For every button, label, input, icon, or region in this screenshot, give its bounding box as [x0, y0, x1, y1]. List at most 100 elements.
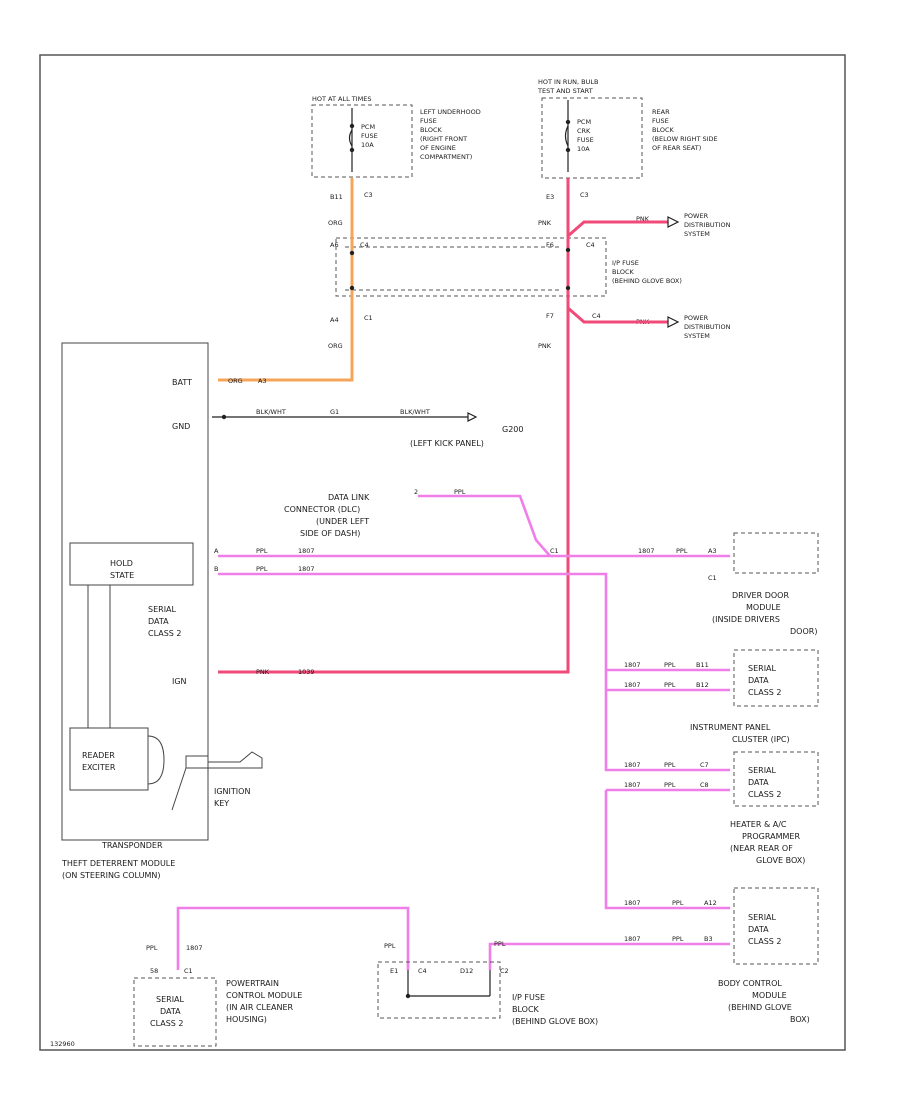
theft-deterrent-module: BATT GND HOLD STATE SERIAL DATA CLASS 2 …: [61, 342, 315, 880]
fuse-block-right: HOT IN RUN, BULB TEST AND START PCM CRK …: [537, 78, 731, 350]
serial-wire-a: PPL: [256, 547, 268, 555]
ip-fuse-block-bottom: PPL E1 C4 D12 C2 PPL I/P FUSE BLOCK (BEH…: [377, 940, 598, 1026]
hvac-line-4: GLOVE BOX): [756, 856, 805, 865]
fuse-right-loc-5: OF REAR SEAT): [652, 144, 701, 152]
fuse-left-conn-mid: C4: [360, 241, 369, 249]
ipc-wire-1: PPL: [664, 661, 676, 669]
driver-door-box: [733, 532, 819, 574]
ipc-serial-2: DATA: [748, 676, 769, 685]
pcm-line-2: CONTROL MODULE: [226, 991, 302, 1000]
body-control-module: SERIAL DATA CLASS 2 1807 PPL A12 1807 PP…: [624, 887, 819, 1024]
reader-line-1: READER: [82, 751, 115, 760]
ipc-serial-1: SERIAL: [748, 664, 777, 673]
fuse-right-wire-pd1: PNK: [636, 215, 650, 223]
bcm-wire-no-1: 1807: [624, 899, 641, 907]
powertrain-control-module: SERIAL DATA CLASS 2 PPL 1807 58 C1 POWER…: [133, 944, 302, 1047]
ipc-serial-3: CLASS 2: [748, 688, 782, 697]
reader-line-2: EXCITER: [82, 763, 116, 772]
ddm-line-4: DOOR): [790, 627, 817, 636]
fuse-right-conn-mid: C4: [586, 241, 595, 249]
hvac-serial-3: CLASS 2: [748, 790, 782, 799]
fuse-left-header: HOT AT ALL TIMES: [312, 95, 372, 103]
module-serial-line-3: CLASS 2: [148, 629, 182, 638]
driver-door-module: 1807 PPL A3 C1 DRIVER DOOR MODULE (INSID…: [638, 532, 819, 636]
fuse-left-loc-2: FUSE: [420, 117, 437, 125]
pcm-serial-3: CLASS 2: [150, 1019, 184, 1028]
transponder-label: TRANSPONDER: [101, 841, 163, 850]
fuse-right-header-2: TEST AND START: [537, 87, 593, 95]
bcm-wire-1: PPL: [672, 899, 684, 907]
theft-module-name-2: (ON STEERING COLUMN): [62, 871, 160, 880]
ipc-wire-no-2: 1807: [624, 681, 641, 689]
bcm-serial-1: SERIAL: [748, 913, 777, 922]
hvac-wire-2: PPL: [664, 781, 676, 789]
fuse-right-line-3: FUSE: [577, 136, 594, 144]
ipb-line-1: I/P FUSE: [512, 993, 545, 1002]
fuse-right-line-2: CRK: [577, 127, 591, 135]
ignition-key-line-2: KEY: [214, 799, 229, 808]
pin-batt-label: BATT: [172, 378, 192, 387]
hvac-serial-1: SERIAL: [748, 766, 777, 775]
hvac-line-3: (NEAR REAR OF: [730, 844, 793, 853]
hvac-wire-1: PPL: [664, 761, 676, 769]
ddm-line-2: MODULE: [746, 603, 781, 612]
pcm-box: [133, 977, 217, 1047]
fuse-left-conn-low: C1: [364, 314, 373, 322]
fuse-left-wire-top: ORG: [328, 219, 343, 227]
pcm-serial-1: SERIAL: [156, 995, 185, 1004]
pin-gnd-label: GND: [172, 422, 190, 431]
ignition-key-line-1: IGNITION: [214, 787, 250, 796]
pd2-arrow: [667, 316, 680, 328]
pcm-pin: 58: [150, 967, 158, 975]
ip-block-top-line-2: BLOCK: [612, 268, 635, 276]
fuse-right-line-4: 10A: [577, 145, 590, 153]
pd1-line-2: DISTRIBUTION: [684, 221, 731, 229]
hvac-serial-2: DATA: [748, 778, 769, 787]
bcm-box: [733, 887, 819, 965]
footer-code: 132960: [50, 1040, 75, 1048]
ipb-line-3: (BEHIND GLOVE BOX): [512, 1017, 598, 1026]
fuse-right-box: [541, 97, 643, 179]
ip-fuse-block-bottom-box: [377, 961, 501, 1019]
pcm-line-4: HOUSING): [226, 1015, 267, 1024]
ipb-term-2: D12: [460, 967, 473, 975]
ip-block-top-line-3: (BEHIND GLOVE BOX): [612, 277, 682, 285]
data-link-connector: DATA LINK CONNECTOR (DLC) (UNDER LEFT SI…: [284, 488, 559, 555]
theft-module-box: [61, 342, 209, 841]
fuse-right-term-mid: F6: [546, 241, 554, 249]
serial-wire-a-no: 1807: [298, 547, 315, 555]
ignition-key-icon: [185, 755, 209, 769]
ipb-term-1: E1: [390, 967, 398, 975]
bcm-line-4: BOX): [790, 1015, 810, 1024]
ddm-pin: A3: [708, 547, 717, 555]
ipc-pin-1: B11: [696, 661, 709, 669]
dlc-wire: PPL: [454, 488, 466, 496]
ipc-pin-2: B12: [696, 681, 709, 689]
wire-bcm-a: [604, 790, 730, 910]
fuse-left-loc-4: (RIGHT FRONT: [420, 135, 467, 143]
dlc-line-1: DATA LINK: [328, 493, 370, 502]
wire-batt-no: A3: [258, 377, 267, 385]
fuse-right-conn-top: C3: [580, 191, 589, 199]
pcm-wire-no: 1807: [186, 944, 203, 952]
pd2-line-3: SYSTEM: [684, 332, 710, 340]
ipb-wire-1: PPL: [384, 942, 396, 950]
ipc-line-1: INSTRUMENT PANEL: [690, 723, 771, 732]
fuse-left-loc-6: COMPARTMENT): [420, 153, 472, 161]
hvac-pin-2: C8: [700, 781, 709, 789]
fuse-right-loc-2: FUSE: [652, 117, 669, 125]
pcm-serial-2: DATA: [160, 1007, 181, 1016]
dlc-line-4: SIDE OF DASH): [300, 529, 360, 538]
fuse-left-term-top: B11: [330, 193, 343, 201]
bcm-serial-2: DATA: [748, 925, 769, 934]
bcm-serial-3: CLASS 2: [748, 937, 782, 946]
ground-arrow-icon: [467, 412, 478, 422]
fuse-left-loc-3: BLOCK: [420, 126, 443, 134]
dlc-line-3: (UNDER LEFT: [316, 517, 369, 526]
fuse-right-loc-1: REAR: [652, 108, 670, 116]
ddm-conn: C1: [708, 574, 717, 582]
module-serial-line-1: SERIAL: [148, 605, 177, 614]
bcm-line-3: (BEHIND GLOVE: [728, 1003, 792, 1012]
ipc-box: [733, 649, 819, 707]
